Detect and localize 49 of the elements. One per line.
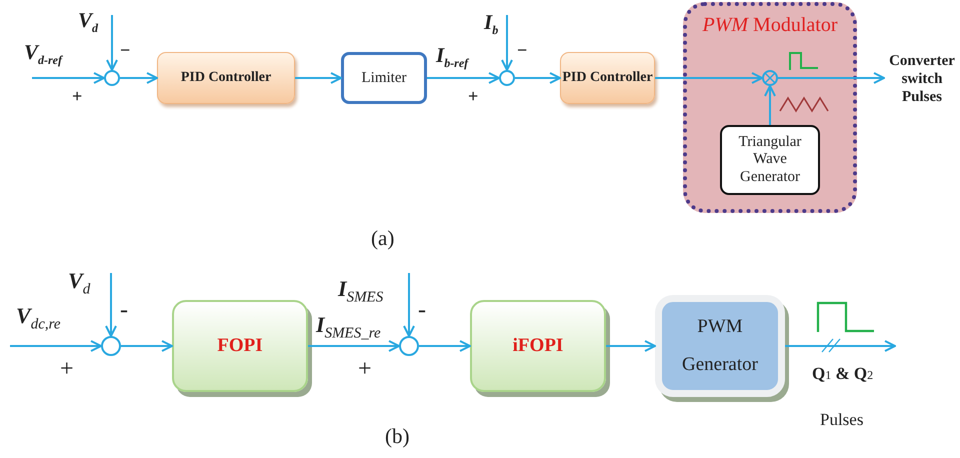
arrow — [501, 15, 513, 71]
panel-label: Pulses — [820, 410, 864, 430]
sign-label: + — [358, 356, 372, 383]
signal-label: I$_{SMES}$ — [338, 276, 384, 306]
sign-label: + — [72, 86, 82, 107]
controller-block: PID Controller — [157, 52, 295, 104]
generator-block: Triangular Wave Generator — [720, 125, 820, 195]
signal-label: V$_{d}$ — [68, 268, 90, 298]
controller-block: PID Controller — [560, 52, 655, 104]
arrow — [403, 273, 415, 337]
panel-label: (b) — [385, 424, 410, 449]
signal-label: V$_{d}$ — [78, 8, 98, 36]
arrow — [515, 72, 561, 84]
arrow — [764, 85, 776, 125]
arrow — [427, 72, 500, 84]
arrow — [606, 340, 656, 352]
signal-label: I$_{b}$ — [484, 10, 498, 38]
output-text: Converter switch Pulses — [884, 50, 960, 108]
arrow — [120, 72, 158, 84]
signal-label: I$_{SMES_re}$ — [316, 312, 381, 342]
arrow — [295, 72, 342, 84]
panel-label: (a) — [371, 226, 394, 251]
arrow — [10, 340, 102, 352]
summing-junction — [104, 70, 120, 86]
summing-junction — [499, 70, 515, 86]
summing-junction — [399, 336, 419, 356]
limiter-block: Limiter — [341, 52, 427, 104]
arrow — [308, 340, 400, 352]
signal-label: V$_{dc,re}$ — [16, 303, 61, 334]
sign-label: − — [517, 40, 528, 61]
signal-label: I$_{b-ref}$ — [436, 43, 468, 72]
arrow — [655, 72, 763, 84]
arrow — [121, 340, 173, 352]
sign-label: + — [60, 356, 74, 383]
sign-label: − — [120, 40, 130, 61]
multiplier-junction — [762, 70, 778, 86]
arrow — [785, 340, 896, 352]
summing-junction — [101, 336, 121, 356]
arrow — [105, 273, 117, 337]
modulator-region — [683, 2, 857, 213]
sign-label: - — [418, 297, 426, 324]
arrow — [778, 72, 885, 84]
arrow — [32, 72, 105, 84]
signal-label: V$_{d-ref}$ — [24, 40, 62, 68]
arrow — [106, 15, 118, 71]
arrow — [419, 340, 471, 352]
sign-label: - — [120, 297, 128, 324]
region-title: PWM Modulator — [702, 14, 838, 37]
sign-label: + — [468, 86, 478, 107]
